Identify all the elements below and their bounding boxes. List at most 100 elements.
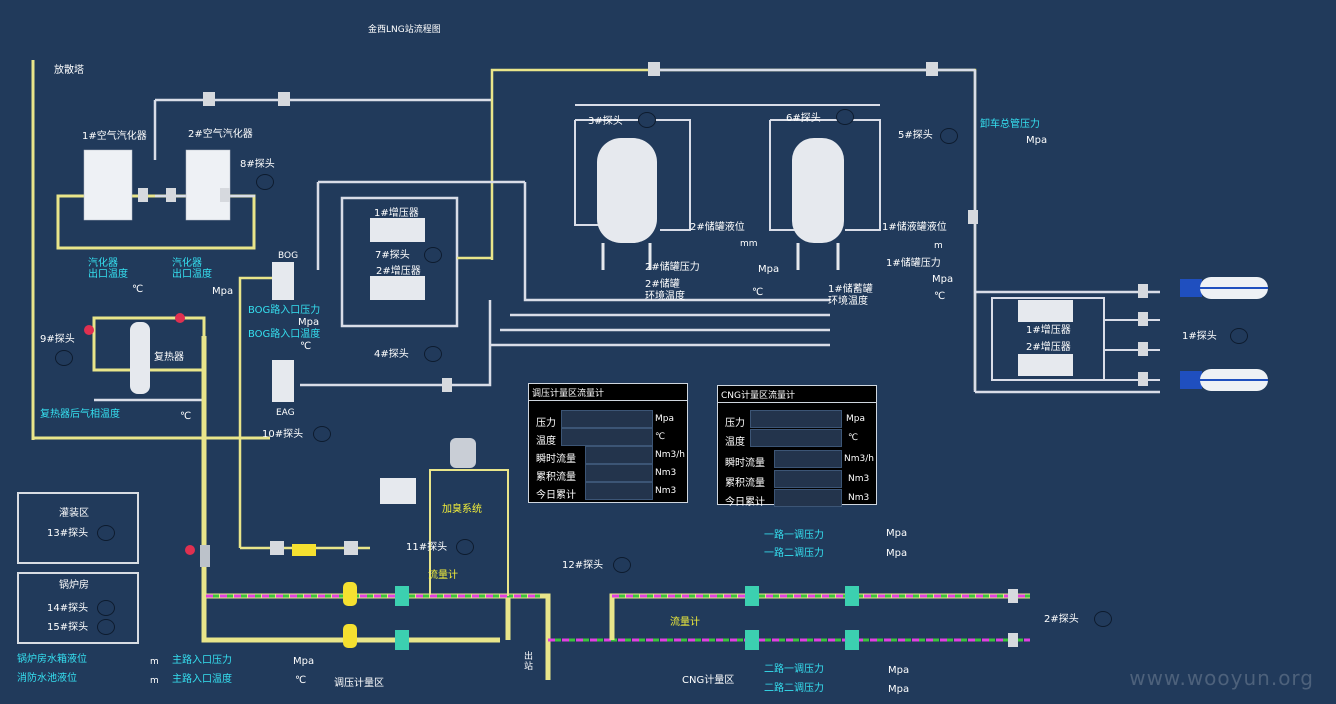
cng-flow-unit: Nm3/h (844, 454, 874, 464)
cng-pressure-label: 压力 (725, 418, 745, 429)
probe1-label: 1#探头 (1182, 331, 1217, 342)
tank1-pressure: 1#储罐压力 (886, 258, 941, 269)
probe3-indicator[interactable] (638, 112, 656, 128)
reg-pressure-unit: Mpa (655, 414, 674, 424)
tank2-env-temp: 2#储罐 环境温度 (645, 279, 685, 302)
unload-pressure-unit: Mpa (1026, 135, 1048, 146)
vaporizer1-label: 1#空气汽化器 (82, 131, 147, 142)
probe13-label: 13#探头 (47, 528, 89, 539)
reheater-temp-unit: ℃ (180, 411, 192, 422)
vaporizer-outlet-temp-a: 汽化器 出口温度 (88, 258, 128, 280)
reg-total-label: 累积流量 (536, 472, 576, 483)
probe5-indicator[interactable] (940, 128, 958, 144)
probe10-indicator[interactable] (313, 426, 331, 442)
probe14-label: 14#探头 (47, 603, 89, 614)
cng-total-unit: Nm3 (848, 474, 870, 484)
line1-reg2-pressure: 一路二调压力 (764, 548, 824, 559)
tank1-env-temp: 1#储蓄罐 环境温度 (828, 284, 873, 307)
reg-today-label: 今日累计 (536, 490, 576, 501)
probe12-indicator[interactable] (613, 557, 631, 573)
probe4-label: 4#探头 (374, 349, 409, 360)
cng-pressure-value (750, 410, 842, 428)
probe15-indicator[interactable] (97, 619, 115, 635)
watermark: www.wooyun.org (1129, 666, 1314, 690)
probe8-indicator[interactable] (256, 174, 274, 190)
reg-total-value (585, 464, 653, 482)
bog-temp-unit: ℃ (300, 341, 312, 352)
odor-system-label: 加臭系统 (442, 504, 482, 515)
cng-today-label: 今日累计 (725, 497, 765, 508)
vaporizer-outlet-temp-b: 汽化器 出口温度 (172, 258, 212, 280)
tank2-pressure-unit: Mpa (758, 264, 780, 275)
probe7-label: 7#探头 (375, 250, 410, 261)
reg-today-value (585, 482, 653, 500)
flowmeter-a-label: 流量计 (428, 570, 458, 581)
reg-temp-value (561, 428, 653, 446)
vent-tower-label: 放散塔 (54, 65, 84, 76)
main-inlet-temp-unit: ℃ (295, 675, 307, 686)
reg-pressure-label: 压力 (536, 418, 556, 429)
tank2-pressure: 2#储罐压力 (645, 262, 700, 273)
line2-reg2-unit: Mpa (888, 684, 910, 695)
cng-panel-title: CNG计量区流量计 (721, 391, 795, 401)
tank2-env-temp-unit: ℃ (752, 287, 764, 298)
cng-total-value (774, 470, 842, 488)
probe9-indicator[interactable] (55, 350, 73, 366)
cng-today-unit: Nm3 (848, 493, 870, 503)
tank1-pressure-unit: Mpa (932, 274, 954, 285)
filling-area-label: 灌装区 (59, 508, 89, 519)
main-inlet-pressure: 主路入口压力 (172, 655, 232, 666)
cng-temp-unit: ℃ (848, 433, 859, 443)
page-title: 金西LNG站流程图 (368, 25, 441, 35)
boiler-room-label: 锅炉房 (59, 580, 89, 591)
reheater-gas-temp: 复热器后气相温度 (40, 409, 120, 420)
probe10-label: 10#探头 (262, 429, 304, 440)
bog-inlet-pressure: BOG路入口压力 (248, 305, 321, 316)
line2-reg1-unit: Mpa (888, 665, 910, 676)
reg-flow-unit: Nm3/h (655, 450, 685, 460)
booster1-label: 1#增压器 (374, 208, 419, 219)
cng-flow-value (774, 450, 842, 468)
cng-pressure-unit: Mpa (846, 414, 865, 424)
probe12-label: 12#探头 (562, 560, 604, 571)
probe2-label: 2#探头 (1044, 614, 1079, 625)
probe2-indicator[interactable] (1094, 611, 1112, 627)
tank1-level-unit: m (934, 241, 943, 251)
boiler-tank-level-unit: m (150, 657, 159, 667)
tank2-level-unit: mm (740, 239, 758, 249)
probe1-indicator[interactable] (1230, 328, 1248, 344)
filling-area-box: 灌装区 13#探头 (17, 492, 139, 564)
unload-pressure: 卸车总管压力 (980, 119, 1040, 130)
probe4-indicator[interactable] (424, 346, 442, 362)
probe6-indicator[interactable] (836, 109, 854, 125)
line1-reg2-unit: Mpa (886, 548, 908, 559)
probe11-label: 11#探头 (406, 542, 448, 553)
probe13-indicator[interactable] (97, 525, 115, 541)
reg-metering-area-label: 调压计量区 (334, 678, 384, 689)
probe14-indicator[interactable] (97, 600, 115, 616)
probe11-indicator[interactable] (456, 539, 474, 555)
vaporizer-pressure-unit: Mpa (212, 286, 234, 297)
reg-temp-unit: ℃ (655, 432, 666, 442)
fire-pool-level: 消防水池液位 (17, 673, 77, 684)
reg-flow-label: 瞬时流量 (536, 454, 576, 465)
boiler-room-box: 锅炉房 14#探头 15#探头 (17, 572, 139, 644)
probe3-label: 3#探头 (588, 116, 623, 127)
tank1-env-temp-unit: ℃ (934, 291, 946, 302)
bog-pressure-unit: Mpa (298, 317, 320, 328)
reg-flow-value (585, 446, 653, 464)
cng-temp-value (750, 429, 842, 447)
line2-reg2-pressure: 二路二调压力 (764, 683, 824, 694)
boiler-tank-level: 锅炉房水箱液位 (17, 654, 87, 665)
probe7-indicator[interactable] (424, 247, 442, 263)
cng-metering-area-label: CNG计量区 (682, 675, 735, 686)
tank2-level: 2#储罐液位 (690, 222, 745, 233)
cng-flow-label: 瞬时流量 (725, 458, 765, 469)
reg-today-unit: Nm3 (655, 486, 677, 496)
reg-panel-title: 调压计量区流量计 (532, 389, 605, 399)
reg-pressure-value (561, 410, 653, 428)
vaporizer-temp-unit: ℃ (132, 284, 144, 295)
